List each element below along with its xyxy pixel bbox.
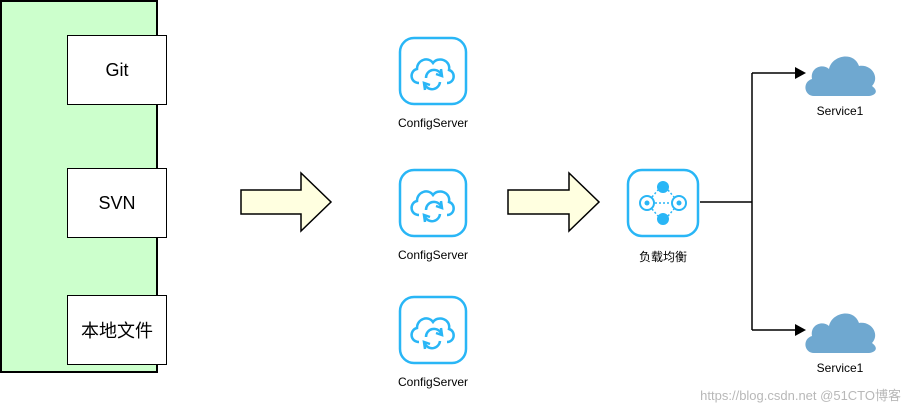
service-label-2: Service1	[816, 361, 864, 375]
source-svn: SVN	[67, 168, 167, 238]
source-local-files: 本地文件	[67, 295, 167, 365]
balancer-to-services-connector	[700, 72, 798, 331]
cloud-icon	[805, 56, 876, 96]
cloud-icon	[805, 313, 876, 353]
load-balancer-icon	[626, 168, 700, 238]
source-git: Git	[67, 35, 167, 105]
config-server-label-2: ConfigServer	[397, 248, 469, 262]
watermark: https://blog.csdn.net @51CTO博客	[700, 388, 901, 403]
service-label-1: Service1	[816, 104, 864, 118]
load-balancer-label: 负载均衡	[638, 250, 687, 264]
source-svn-label: SVN	[98, 192, 136, 213]
source-local-files-label: 本地文件	[81, 321, 153, 341]
arrowhead-service-bottom	[795, 324, 806, 336]
flow-arrow-servers-to-balancer	[507, 171, 601, 233]
cloud-sync-icon	[398, 168, 468, 238]
config-server-label-1: ConfigServer	[397, 116, 469, 130]
cloud-sync-icon	[398, 36, 468, 106]
source-git-label: Git	[105, 59, 129, 80]
config-server-label-3: ConfigServer	[397, 375, 469, 389]
flow-arrow-sources-to-servers	[240, 171, 333, 233]
cloud-sync-icon	[398, 295, 468, 365]
arrowhead-service-top	[795, 67, 806, 79]
